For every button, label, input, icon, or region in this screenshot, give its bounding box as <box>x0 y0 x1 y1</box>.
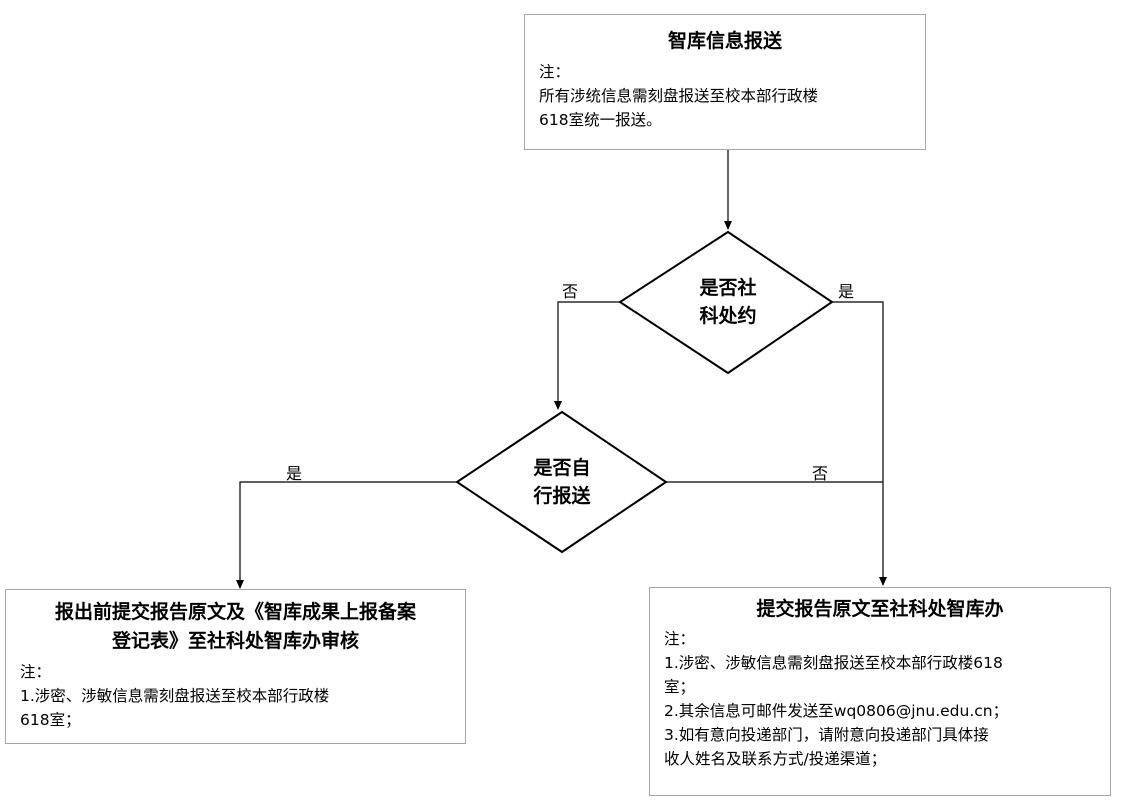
left-box-title: 报出前提交报告原文及《智库成果上报备案 登记表》至社科处智库办审核 <box>20 598 451 656</box>
top-box-title: 智库信息报送 <box>667 30 782 52</box>
right-box-title: 提交报告原文至社科处智库办 <box>756 598 1004 620</box>
left-box-note-label: 注： <box>20 663 52 681</box>
top-process-box: 智库信息报送 注： 所有涉统信息需刻盘报送至校本部行政楼 618室统一报送。 <box>524 14 926 150</box>
decision2-label: 是否自 行报送 <box>502 454 622 510</box>
edge-decision1-yes <box>832 301 887 586</box>
decision1-diamond <box>618 230 834 375</box>
left-box-note-line-2: 618室； <box>20 711 81 729</box>
decision2-diamond <box>455 410 668 554</box>
right-box-note-line-2: 室； <box>664 678 696 696</box>
left-box-title-line-1: 报出前提交报告原文及《智库成果上报备案 <box>54 601 416 623</box>
left-box-note-line-1: 1.涉密、涉敏信息需刻盘报送至校本部行政楼 <box>20 687 330 705</box>
decision2-label-line-2: 行报送 <box>533 485 591 507</box>
decision1-label: 是否社 科处约 <box>668 274 788 330</box>
left-process-box: 报出前提交报告原文及《智库成果上报备案 登记表》至社科处智库办审核 注： 1.涉… <box>5 589 466 744</box>
top-box-note-line-1: 所有涉统信息需刻盘报送至校本部行政楼 <box>539 87 819 105</box>
right-box-note-line-3: 2.其余信息可邮件发送至wq0806@jnu.edu.cn； <box>664 702 1009 720</box>
edge-label-decision1-yes: 是 <box>838 282 855 301</box>
top-box-note-label: 注： <box>539 63 571 81</box>
decision2-label-line-1: 是否自 <box>533 457 591 479</box>
right-box-note-line-1: 1.涉密、涉敏信息需刻盘报送至校本部行政楼618 <box>664 654 1003 672</box>
edge-decision1-no <box>554 301 620 410</box>
edge-label-decision2-yes: 是 <box>286 464 303 483</box>
right-box-note-label: 注： <box>664 630 696 648</box>
edge-label-decision2-no: 否 <box>812 464 829 483</box>
decision1-label-line-2: 科处约 <box>699 305 757 327</box>
left-box-title-line-2: 登记表》至社科处智库办审核 <box>111 630 359 652</box>
edge-decision2-yes <box>236 481 457 589</box>
right-box-note-line-4: 3.如有意向投递部门，请附意向投递部门具体接 <box>664 726 989 744</box>
edge-label-decision1-no: 否 <box>562 282 579 301</box>
right-process-box: 提交报告原文至社科处智库办 注： 1.涉密、涉敏信息需刻盘报送至校本部行政楼61… <box>649 587 1111 796</box>
right-box-note-line-5: 收人姓名及联系方式/投递渠道； <box>664 750 887 768</box>
decision1-label-line-1: 是否社 <box>699 277 757 299</box>
top-box-note-line-2: 618室统一报送。 <box>539 111 662 129</box>
